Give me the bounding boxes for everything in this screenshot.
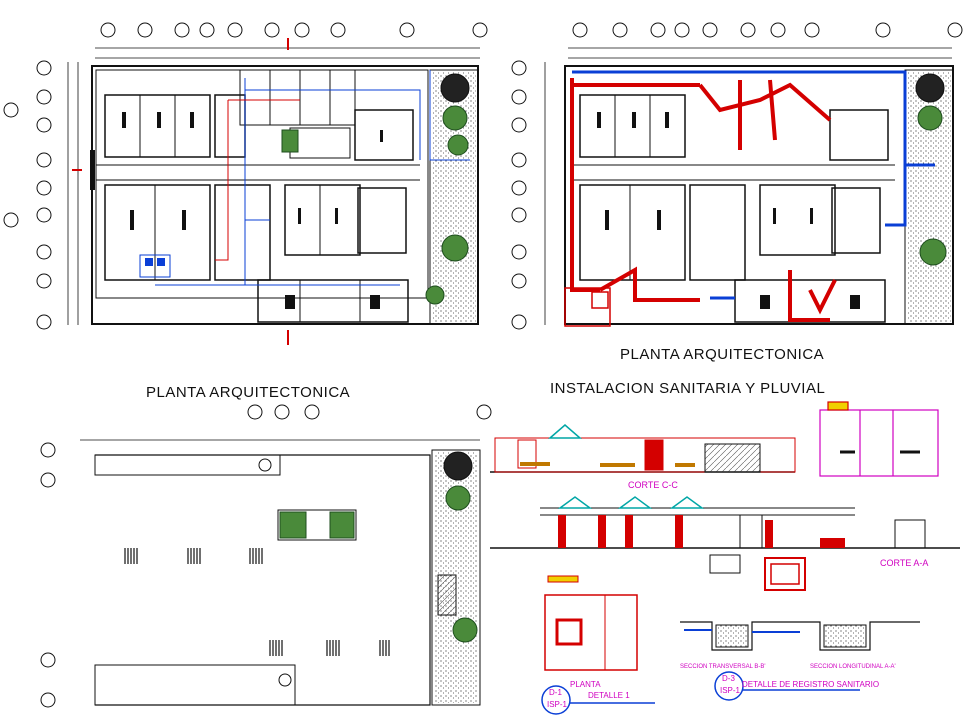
- plan-sanitary-top-right: [544, 47, 954, 327]
- title-instalacion-sanitaria: INSTALACION SANITARIA Y PLUVIAL: [550, 380, 826, 397]
- corte-cc-section: [490, 424, 796, 473]
- plan-architectural-top-left: [67, 38, 480, 345]
- label-seccion-transversal: SECCION TRANSVERSAL B-B': [680, 664, 766, 670]
- grid-bubbles-plan-3: [40, 404, 492, 708]
- label-planta-detail: PLANTA: [570, 680, 601, 689]
- label-seccion-longitudinal: SECCION LONGITUDINAL A-A': [810, 664, 896, 670]
- title-planta-arquitectonica-bottom: PLANTA ARQUITECTONICA: [146, 384, 351, 401]
- label-corte-cc: CORTE C-C: [628, 480, 678, 490]
- plan-roof-bottom-left: [80, 439, 481, 706]
- corte-aa-section: [490, 496, 960, 591]
- tag-d3-top: D-3: [722, 674, 735, 683]
- grid-bubbles-plan-1: [3, 22, 488, 330]
- detalle-1-plan: [541, 575, 655, 715]
- tag-d3-bottom: ISP-1: [720, 686, 741, 695]
- title-planta-arquitectonica-top: PLANTA ARQUITECTONICA: [620, 346, 825, 363]
- label-detalle-registro: DETALLE DE REGISTRO SANITARIO: [742, 680, 880, 689]
- tag-d1-bottom: ISP-1: [547, 700, 568, 709]
- tag-d1-top: D-1: [549, 688, 562, 697]
- detail-section-top-right: [819, 401, 939, 477]
- label-corte-aa: CORTE A-A: [880, 558, 929, 568]
- label-detalle-1: DETALLE 1: [588, 691, 630, 700]
- grid-bubbles-plan-2: [511, 22, 963, 330]
- registro-sanitario-detail: [680, 621, 920, 701]
